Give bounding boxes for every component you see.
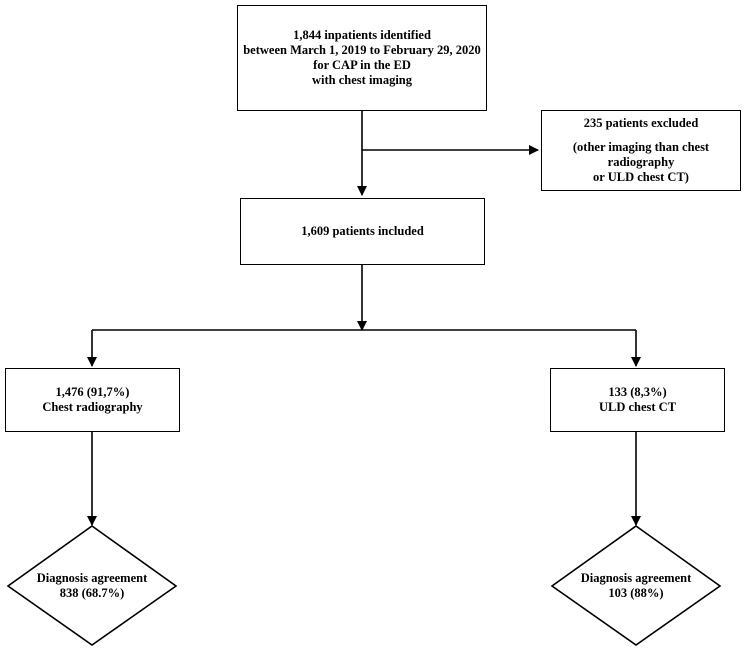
identified-line-1: 1,844 inpatients identified	[293, 28, 431, 42]
excluded-box: 235 patients excluded (other imaging tha…	[541, 110, 741, 191]
identified-line-3: for CAP in the ED	[313, 58, 411, 72]
included-box: 1,609 patients included	[240, 198, 485, 265]
radiography-agreement-text: Diagnosis agreement 838 (68.7%)	[22, 571, 162, 601]
diamond-ct-agreement	[550, 525, 722, 646]
uld-ct-label: ULD chest CT	[598, 400, 677, 414]
identified-line-2: between March 1, 2019 to February 29, 20…	[243, 43, 481, 57]
radiography-agreement-label: Diagnosis agreement	[36, 571, 148, 585]
radiography-box: 1,476 (91,7%) Chest radiography	[5, 368, 180, 432]
ct-agreement-label: Diagnosis agreement	[580, 571, 692, 585]
radiography-count: 1,476 (91,7%)	[55, 385, 130, 399]
radiography-agreement-value: 838 (68.7%)	[59, 586, 125, 600]
ct-agreement-value: 103 (88%)	[608, 586, 664, 600]
identified-box: 1,844 inpatients identified between Marc…	[237, 5, 487, 111]
excluded-title: 235 patients excluded	[583, 116, 699, 130]
identified-line-4: with chest imaging	[312, 73, 412, 87]
diamond-radiography-agreement	[6, 525, 178, 646]
included-line-1: 1,609 patients included	[301, 224, 424, 238]
excluded-line-1: (other imaging than chest radiography	[572, 140, 710, 169]
radiography-label: Chest radiography	[42, 400, 143, 414]
ct-agreement-text: Diagnosis agreement 103 (88%)	[566, 571, 706, 601]
uld-ct-count: 133 (8,3%)	[608, 385, 667, 399]
excluded-line-2: or ULD chest CT)	[593, 170, 689, 184]
uld-ct-box: 133 (8,3%) ULD chest CT	[550, 368, 725, 432]
